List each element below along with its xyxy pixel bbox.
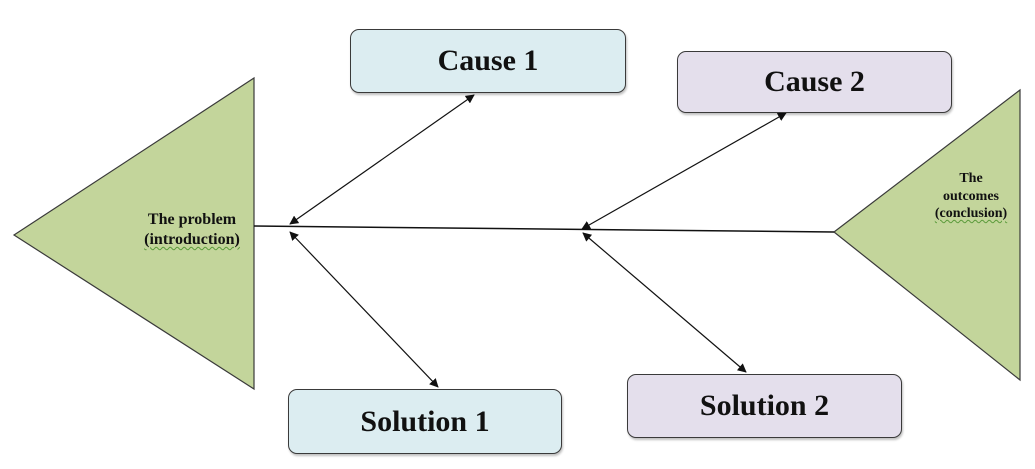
cause2-label: Cause 2 — [764, 65, 865, 98]
solution1-connector-arrow — [289, 231, 439, 388]
solution1-label: Solution 1 — [360, 404, 490, 438]
cause2-box: Cause 2 — [677, 51, 952, 113]
problem-label-line1: The problem — [147, 211, 237, 228]
problem-triangle — [12, 76, 255, 391]
solution2-label: Solution 2 — [699, 389, 830, 422]
outcomes-label-line1: The — [959, 171, 983, 186]
cause2-connector-arrow — [581, 112, 787, 230]
solution1-box: Solution 1 — [288, 389, 562, 454]
outcomes-triangle — [833, 88, 1021, 382]
problem-label-line2: (introduction) — [144, 231, 240, 248]
solution2-box: Solution 2 — [627, 374, 902, 438]
outcomes-label: The outcomes (conclusion) — [923, 170, 1019, 223]
solution2-connector-arrow — [582, 232, 747, 373]
spine-line — [253, 225, 835, 233]
cause1-box: Cause 1 — [350, 29, 626, 93]
cause1-label: Cause 1 — [437, 44, 539, 77]
cause1-connector-arrow — [289, 94, 475, 225]
outcomes-label-line2: outcomes — [943, 188, 999, 204]
problem-label: The problem (introduction) — [126, 210, 258, 250]
outcomes-label-line3: (conclusion) — [934, 206, 1008, 221]
